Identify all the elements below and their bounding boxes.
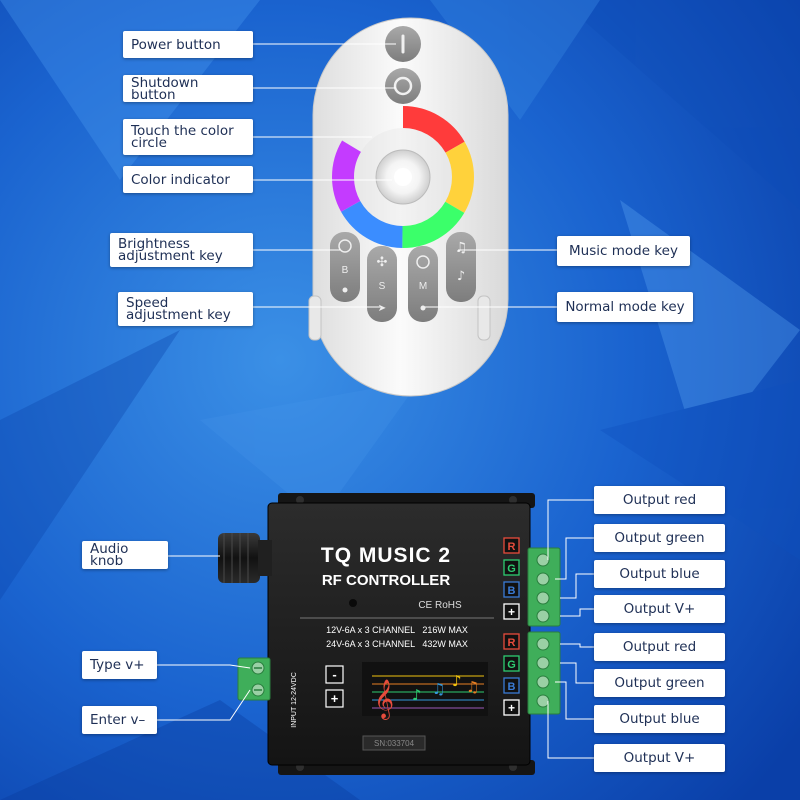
enter-v-minus-label: Enter v– bbox=[82, 706, 157, 734]
cert-marks: CE RoHS bbox=[418, 600, 462, 611]
serial-sticker bbox=[362, 735, 426, 751]
mode-icon bbox=[416, 255, 430, 269]
input-label: INPUT 12-24VDC bbox=[291, 672, 298, 728]
music-note-icon: ♫ bbox=[432, 680, 445, 698]
mode-key-letter: M bbox=[419, 281, 427, 292]
music-mode-key[interactable]: ♫ ♪ bbox=[446, 232, 476, 302]
music-note-icon: ♫ bbox=[466, 678, 479, 696]
shutdown-icon bbox=[393, 76, 413, 96]
touch-color-circle-label: Touch the color circle bbox=[123, 119, 253, 155]
controller-title: TQ MUSIC 2 bbox=[321, 544, 451, 567]
channel-letter: R bbox=[508, 541, 516, 553]
input-terminal-block[interactable] bbox=[237, 657, 271, 701]
ir-sensor bbox=[349, 599, 357, 607]
channel-box-red bbox=[503, 537, 520, 554]
audio-knob[interactable] bbox=[218, 533, 272, 583]
serial-number: SN:033704 bbox=[374, 739, 415, 748]
output-green-label: Output green bbox=[594, 524, 725, 552]
brightness-key-letter: B bbox=[342, 265, 349, 276]
output-v-plus-label: Output V+ bbox=[594, 595, 725, 623]
sun-icon bbox=[338, 239, 352, 253]
color-wheel[interactable] bbox=[332, 106, 474, 248]
output-v-plus-label: Output V+ bbox=[594, 744, 725, 772]
output-red-label: Output red bbox=[594, 633, 725, 661]
music-note-icon: ♪ bbox=[412, 686, 422, 704]
mount-hole bbox=[509, 496, 517, 504]
shutdown-button[interactable] bbox=[385, 68, 421, 104]
type-v-plus-label: Type v+ bbox=[82, 651, 157, 679]
output-red-label: Output red bbox=[594, 486, 725, 514]
remote-clip bbox=[477, 295, 491, 341]
channel-letter: G bbox=[507, 563, 516, 575]
input-minus-sign: - bbox=[332, 667, 336, 682]
music-note-icon: ♪ bbox=[452, 672, 462, 690]
input-sign-box bbox=[325, 665, 344, 684]
color-wheel-ring[interactable] bbox=[332, 106, 474, 248]
channel-letter: B bbox=[508, 681, 516, 693]
output-blue-label: Output blue bbox=[594, 560, 725, 588]
key-dot-icon bbox=[420, 305, 426, 311]
controller-subtitle: RF CONTROLLER bbox=[322, 572, 450, 589]
speed-key-letter: S bbox=[379, 281, 386, 292]
remote-clip bbox=[308, 295, 322, 341]
color-indicator-label: Color indicator bbox=[123, 166, 253, 193]
normal-mode-key[interactable]: M bbox=[408, 246, 438, 322]
music-staff-graphic: 𝄞 ♪ ♫ ♪ ♫ bbox=[362, 662, 488, 720]
speed-key-label: Speed adjustment key bbox=[118, 292, 253, 326]
channel-letter: G bbox=[507, 659, 516, 671]
treble-clef-icon: ♪ bbox=[457, 269, 465, 284]
channel-box-blue bbox=[503, 581, 520, 598]
channel-box-green bbox=[503, 655, 520, 672]
output-terminal-block[interactable] bbox=[527, 631, 561, 715]
controller-leader-lines bbox=[157, 499, 594, 759]
music-mode-key-label: Music mode key bbox=[557, 236, 690, 266]
key-dot-icon bbox=[342, 287, 348, 293]
normal-mode-key-label: Normal mode key bbox=[557, 292, 693, 322]
music-note-icon: ♫ bbox=[455, 240, 468, 256]
shutdown-button-label: Shutdown button bbox=[123, 75, 253, 102]
channel-box-blue bbox=[503, 677, 520, 694]
output-terminal-block[interactable] bbox=[527, 547, 561, 627]
channel-letter: + bbox=[508, 605, 515, 619]
power-button-label: Power button bbox=[123, 31, 253, 58]
brightness-key-label: Brightness adjustment key bbox=[110, 233, 253, 267]
output-green-label: Output green bbox=[594, 669, 725, 697]
remote-leader-lines bbox=[253, 43, 557, 308]
input-plus-sign: + bbox=[331, 691, 339, 706]
audio-knob-label: Audio knob bbox=[82, 541, 168, 569]
color-indicator-dot bbox=[394, 168, 412, 186]
controller-unit: TQ MUSIC 2 RF CONTROLLER CE RoHS 12V-6A … bbox=[218, 493, 561, 775]
arrow-icon: ➤ bbox=[378, 303, 386, 314]
channel-box-plus bbox=[503, 603, 520, 620]
brightness-key[interactable]: B bbox=[330, 232, 360, 302]
spec-line-2: 24V-6A x 3 CHANNEL 432W MAX bbox=[326, 639, 468, 649]
color-wheel-ring[interactable] bbox=[332, 106, 474, 248]
treble-clef-icon: 𝄞 bbox=[374, 679, 394, 720]
spec-line-1: 12V-6A x 3 CHANNEL 216W MAX bbox=[326, 625, 468, 635]
channel-letter: R bbox=[508, 637, 516, 649]
fan-icon: ✣ bbox=[377, 255, 388, 270]
output-blue-label: Output blue bbox=[594, 705, 725, 733]
channel-box-green bbox=[503, 559, 520, 576]
input-sign-box bbox=[325, 689, 344, 708]
speed-key[interactable]: ✣ S ➤ bbox=[367, 246, 397, 322]
color-wheel-ring[interactable] bbox=[332, 106, 474, 248]
channel-box-plus bbox=[503, 699, 520, 716]
color-wheel-ring[interactable] bbox=[332, 106, 474, 248]
channel-box-red bbox=[503, 633, 520, 650]
channel-letter: B bbox=[508, 585, 516, 597]
mount-hole bbox=[296, 496, 304, 504]
channel-letter: + bbox=[508, 701, 515, 715]
remote-control: B ✣ S ➤ M ♫ ♪ bbox=[308, 17, 509, 397]
